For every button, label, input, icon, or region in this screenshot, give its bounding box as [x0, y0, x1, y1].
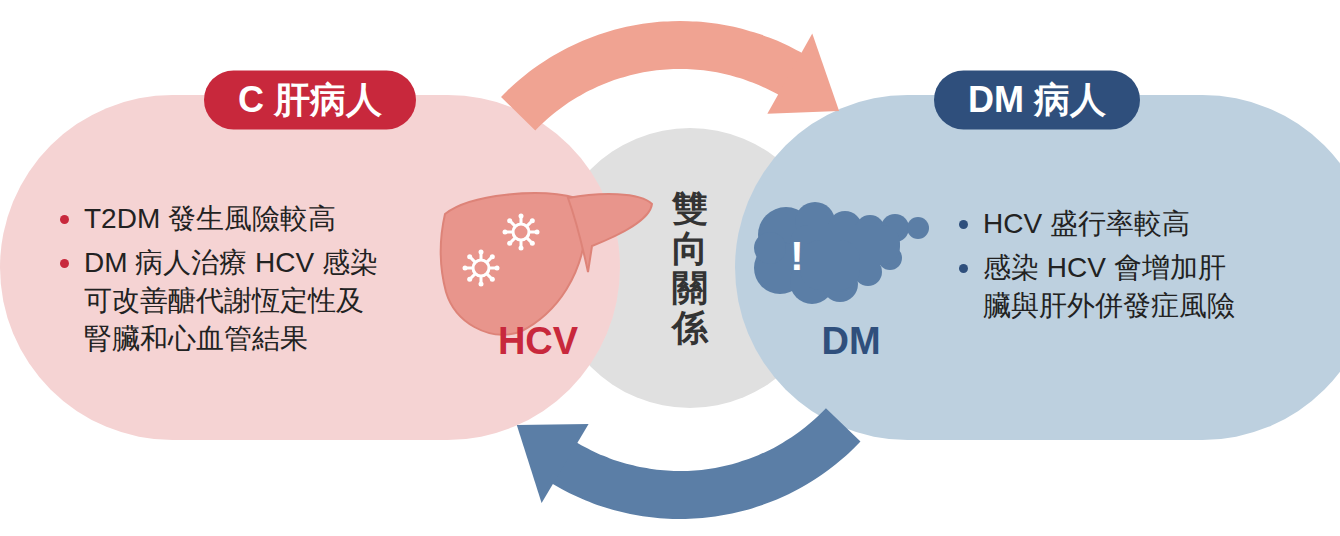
liver-lobe — [568, 194, 652, 272]
bullet-text: T2DM 發生風險較高 — [58, 200, 438, 238]
patient-panel: C 肝病人T2DM 發生風險較高DM 病人治療 HCV 感染 可改善醣代謝恆定性… — [0, 95, 620, 440]
relation-text: 雙向關係 — [672, 189, 708, 347]
bullet-text: 感染 HCV 會增加肝 臟與肝外併發症風險 — [957, 249, 1287, 325]
panel-heading: DM 病人 — [934, 70, 1140, 129]
liver-icon — [441, 193, 652, 334]
organ-label: HCV — [498, 320, 578, 362]
patient-panel: DM 病人HCV 盛行率較高感染 HCV 會增加肝 臟與肝外併發症風險 — [735, 95, 1340, 440]
cycle-arrow — [518, 33, 839, 113]
liver-lobe — [441, 193, 586, 334]
arrow-body — [518, 45, 795, 114]
label-wrap: ! — [790, 234, 803, 279]
vertical-wrap: 雙向關係 — [672, 189, 708, 347]
arrow-body — [560, 425, 843, 495]
alert-mark: ! — [790, 234, 803, 278]
virus-icon — [463, 250, 500, 287]
heading-badge: C 肝病人 — [204, 70, 416, 129]
heading-badge: DM 病人 — [934, 70, 1140, 129]
arrow-head — [517, 424, 589, 503]
label-wrap: HCV — [498, 320, 578, 363]
bullet-text: HCV 盛行率較高 — [957, 205, 1287, 243]
bullet-list: T2DM 發生風險較高 DM 病人治療 HCV 感染 可改善醣代謝恆定性及 腎臟和… — [58, 200, 438, 364]
panel-heading: C 肝病人 — [204, 70, 416, 129]
arrow-head — [767, 33, 839, 113]
cycle-arrow — [517, 424, 843, 503]
organ-label: DM — [821, 320, 880, 362]
bullet-text: DM 病人治療 HCV 感染 可改善醣代謝恆定性及 腎臟和心血管結果 — [58, 244, 438, 358]
label-wrap: DM — [821, 320, 880, 363]
pancreas-icon — [754, 202, 929, 304]
virus-icon — [503, 214, 540, 251]
bullet-list: HCV 盛行率較高感染 HCV 會增加肝 臟與肝外併發症風險 — [957, 205, 1287, 331]
